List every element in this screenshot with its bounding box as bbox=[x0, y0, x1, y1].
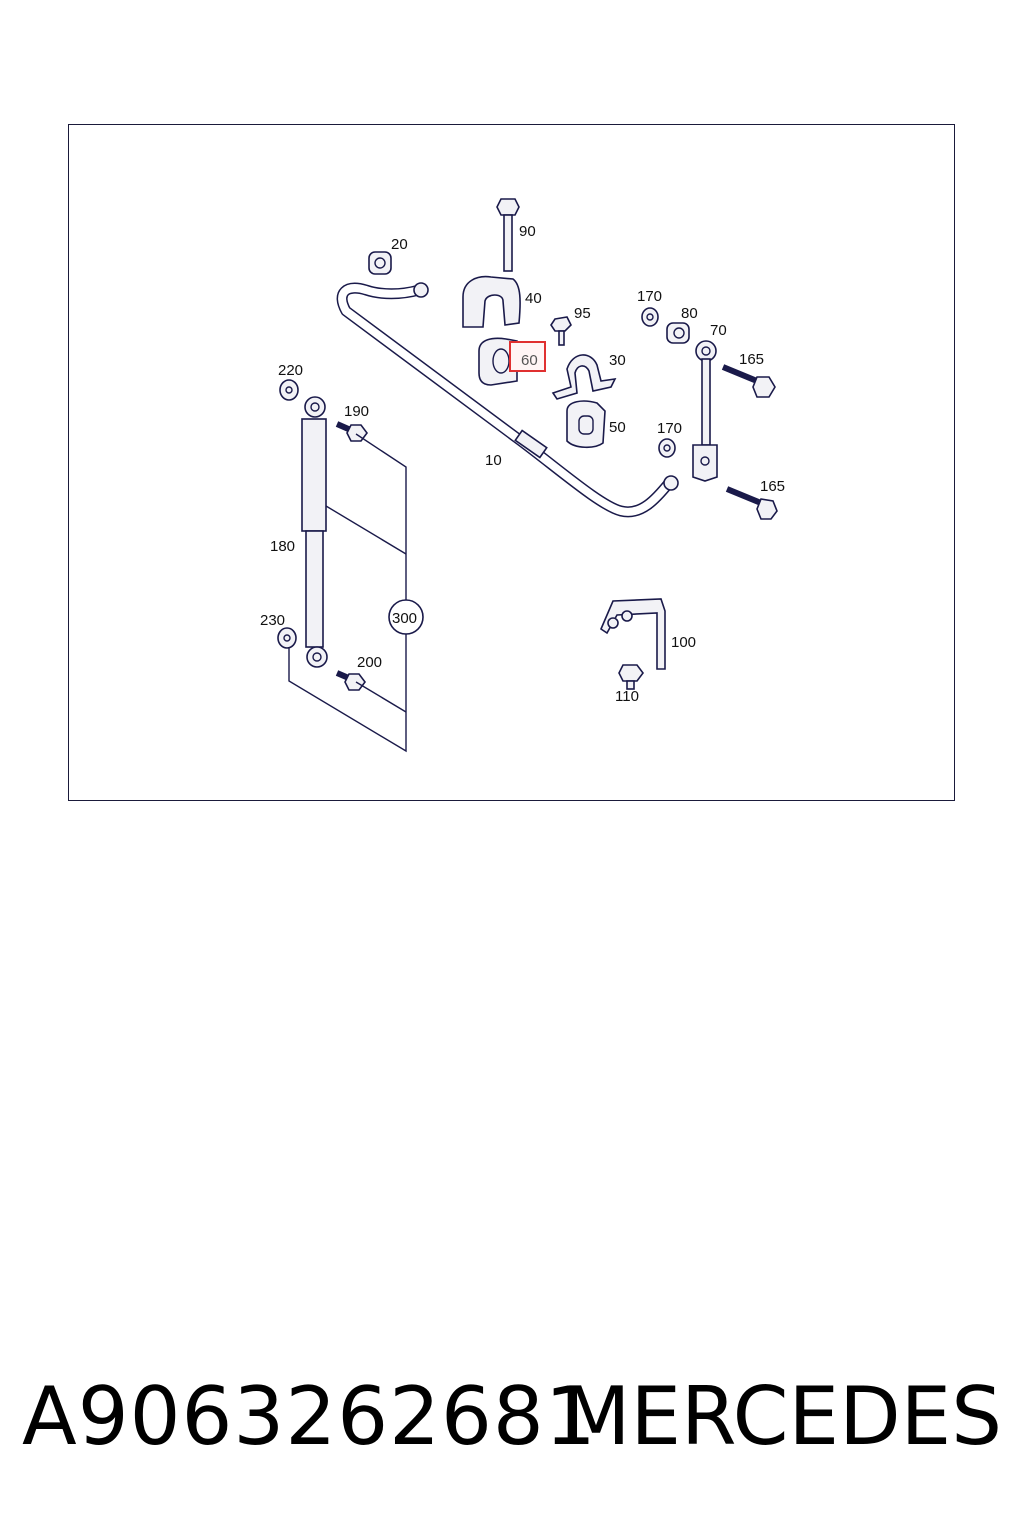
bolt-165b bbox=[725, 486, 778, 520]
clamp-40 bbox=[462, 275, 521, 328]
bolt-165a bbox=[721, 364, 776, 398]
brand-name: MERCEDES bbox=[561, 1370, 1002, 1463]
bracket-100 bbox=[600, 598, 666, 670]
clamp-bracket-30 bbox=[551, 354, 617, 400]
callout-labels: 10 20 30 40 50 60 70 80 90 95 100 110 16… bbox=[260, 223, 785, 705]
stabilizer-link-70 bbox=[692, 340, 718, 482]
bolt-95 bbox=[550, 316, 572, 346]
highlight-box bbox=[509, 341, 546, 372]
callout-190[interactable]: 190 bbox=[344, 403, 369, 420]
part-number: A9063262681 bbox=[22, 1370, 597, 1463]
callout-100[interactable]: 100 bbox=[671, 634, 696, 651]
callout-50[interactable]: 50 bbox=[609, 419, 626, 436]
parts-diagram: 10 20 30 40 50 60 70 80 90 95 100 110 16… bbox=[260, 198, 785, 753]
callout-10[interactable]: 10 bbox=[485, 452, 502, 469]
callout-165b[interactable]: 165 bbox=[760, 478, 785, 495]
bushing-80 bbox=[666, 322, 690, 344]
washer-230 bbox=[277, 627, 297, 649]
bushing-50 bbox=[566, 400, 606, 449]
bolt-200 bbox=[335, 670, 366, 691]
bolt-190 bbox=[335, 421, 368, 442]
callout-200[interactable]: 200 bbox=[357, 654, 382, 671]
callout-220[interactable]: 220 bbox=[278, 362, 303, 379]
callout-90[interactable]: 90 bbox=[519, 223, 536, 240]
callout-30[interactable]: 30 bbox=[609, 352, 626, 369]
callout-300[interactable]: 300 bbox=[392, 610, 417, 627]
callout-95[interactable]: 95 bbox=[574, 305, 591, 322]
callout-70[interactable]: 70 bbox=[710, 322, 727, 339]
washer-220 bbox=[279, 379, 299, 401]
bolt-110 bbox=[618, 664, 644, 690]
parts-diagram-frame: 10 20 30 40 50 60 70 80 90 95 100 110 16… bbox=[68, 124, 955, 801]
footer: A9063262681 MERCEDES bbox=[0, 1370, 1024, 1470]
callout-40[interactable]: 40 bbox=[525, 290, 542, 307]
callout-20[interactable]: 20 bbox=[391, 236, 408, 253]
callout-170a[interactable]: 170 bbox=[637, 288, 662, 305]
callout-110[interactable]: 110 bbox=[615, 688, 639, 705]
washer-170b bbox=[658, 438, 676, 458]
washer-170a bbox=[641, 307, 659, 327]
callout-80[interactable]: 80 bbox=[681, 305, 698, 322]
bolt-90 bbox=[496, 198, 520, 272]
assembly-300-bracket bbox=[288, 433, 424, 753]
rubber-bushing-20 bbox=[368, 251, 392, 275]
stabilizer-bar bbox=[336, 282, 679, 518]
callout-170b[interactable]: 170 bbox=[657, 420, 682, 437]
callout-60[interactable]: 60 bbox=[521, 352, 538, 369]
callout-165a[interactable]: 165 bbox=[739, 351, 764, 368]
shock-absorber-180 bbox=[301, 396, 328, 668]
callout-230[interactable]: 230 bbox=[260, 612, 285, 629]
callout-180[interactable]: 180 bbox=[270, 538, 295, 555]
